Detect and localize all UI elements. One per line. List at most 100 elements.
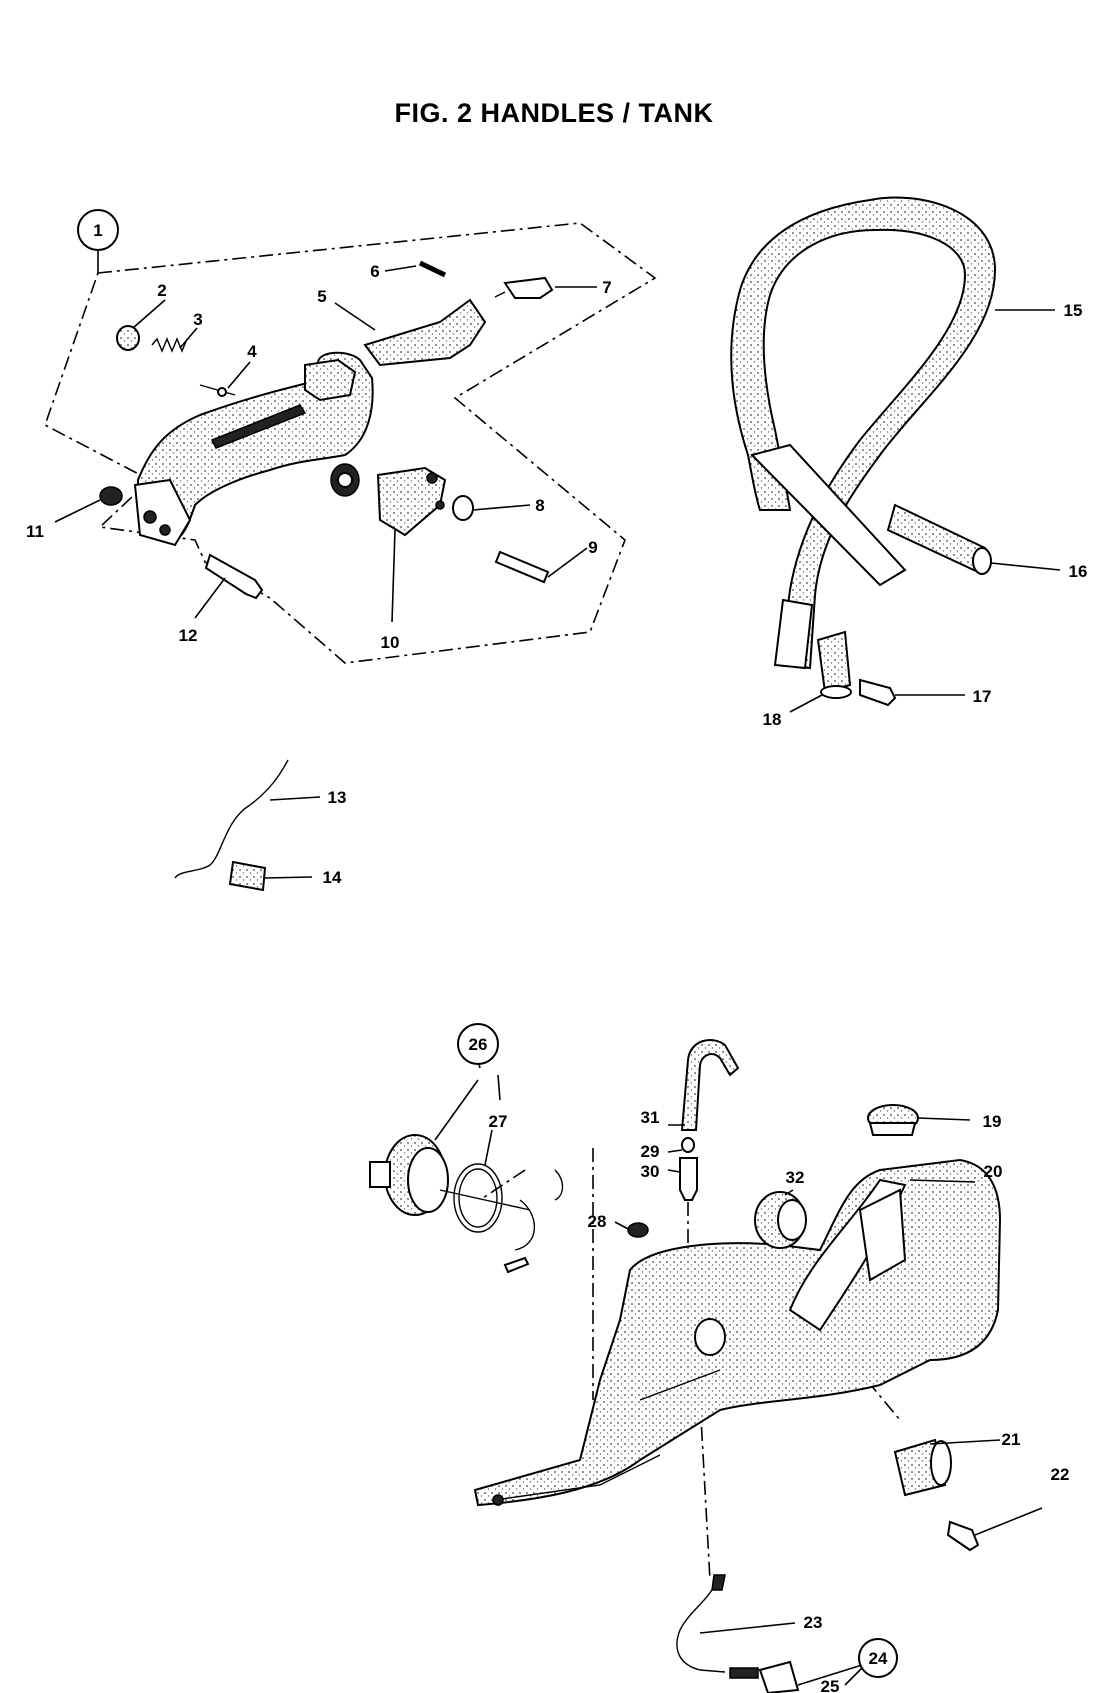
leader-19	[917, 1117, 971, 1121]
leader-25	[797, 1664, 863, 1686]
part-4-clip	[217, 387, 227, 397]
leader-20	[909, 1179, 976, 1183]
part-7-pin	[494, 291, 506, 298]
leader-22	[974, 1507, 1043, 1536]
leader-6	[384, 265, 417, 272]
leader-23	[699, 1622, 796, 1634]
leader-26b	[434, 1079, 479, 1141]
callout-24-circle	[858, 1638, 898, 1678]
callout-8: 8	[535, 496, 544, 515]
part-23-fuel-line	[676, 1577, 726, 1673]
callout-22: 22	[1051, 1465, 1070, 1484]
part-14-tag	[228, 860, 267, 892]
leader-8	[472, 504, 531, 511]
front-handle-tube	[750, 443, 907, 587]
part-26-pump-stub	[369, 1161, 391, 1188]
part-30-valve	[679, 1157, 698, 1201]
callout-3: 3	[193, 310, 202, 329]
callout-1-circle	[77, 209, 119, 251]
callout-17: 17	[973, 687, 992, 706]
part-17-screw	[859, 678, 897, 707]
callout-4: 4	[247, 342, 257, 361]
callout-10: 10	[381, 633, 400, 652]
part-22-screw	[946, 1520, 980, 1552]
part-29-clip	[681, 1137, 695, 1153]
leader-27a	[497, 1074, 501, 1101]
leader-28	[614, 1221, 631, 1231]
tank-port	[694, 1318, 726, 1356]
part-2-cap	[116, 325, 140, 351]
mount-hole-2	[159, 524, 171, 536]
part-25-filter	[758, 1660, 800, 1693]
callout-29: 29	[641, 1142, 660, 1161]
callout-15: 15	[1064, 301, 1083, 320]
handle-grip-slot	[210, 404, 307, 449]
part-26-pump-face	[407, 1147, 449, 1213]
part-8-ring	[452, 495, 474, 521]
callout-13: 13	[328, 788, 347, 807]
callout-28: 28	[588, 1212, 607, 1231]
leader-30	[667, 1169, 681, 1173]
callout-2: 2	[157, 281, 166, 300]
tank-assembly	[369, 1039, 1002, 1693]
part-11-buffer	[99, 486, 123, 506]
callout-labels: 1 2 3 4 5 6 7 8 9 10 11 12 13 14 15 16 1…	[26, 209, 1087, 1693]
filter-connector	[729, 1667, 759, 1679]
leader-14	[264, 876, 313, 879]
rear-mount	[133, 478, 192, 547]
spacer-tube-end	[972, 547, 992, 575]
callout-5: 5	[317, 287, 326, 306]
part-27-seal-ring	[453, 1163, 503, 1233]
part-12-bolt	[204, 553, 264, 600]
leader-24	[844, 1667, 863, 1686]
part-27-seal-ring-inner	[458, 1168, 498, 1228]
part-21-buffer-end	[930, 1440, 952, 1486]
part-19-cap-base	[868, 1122, 917, 1136]
part-13-cable	[174, 759, 289, 879]
callout-25: 25	[821, 1677, 840, 1693]
oil-pump-spring-clip	[514, 1169, 564, 1251]
callout-20: 20	[984, 1162, 1003, 1181]
part-5-throttle-lever	[363, 298, 487, 367]
front-handle-lower-tube	[773, 598, 814, 670]
leader-10	[391, 529, 396, 623]
oil-pump-clip	[503, 1256, 530, 1274]
callout-24: 24	[869, 1649, 888, 1668]
part-16-spacer-tube	[886, 503, 987, 574]
leader-3	[179, 327, 198, 349]
leader-9	[547, 547, 588, 578]
bracket-stud-2	[435, 500, 445, 510]
callout-30: 30	[641, 1162, 660, 1181]
tank-front-plate	[494, 1369, 721, 1501]
leader-11	[54, 499, 101, 523]
part-7-throttle-latch	[503, 276, 554, 299]
callout-9: 9	[588, 538, 597, 557]
part-3-spring	[151, 337, 188, 353]
rear-handle-assembly	[44, 222, 657, 664]
tank-rear-housing	[858, 1188, 907, 1282]
part-6-pin	[418, 260, 447, 278]
fuel-line-fitting	[711, 1574, 726, 1591]
tank-axis-line	[479, 1148, 901, 1581]
figure-title: FIG. 2 HANDLES / TANK	[394, 98, 714, 128]
bracket-stud	[426, 472, 438, 484]
callout-31: 31	[641, 1108, 660, 1127]
tank-front-hole	[492, 1494, 504, 1506]
mount-hole	[143, 510, 157, 524]
callout-26: 26	[469, 1035, 488, 1054]
part-9-rod	[494, 550, 550, 584]
callout-32: 32	[786, 1168, 805, 1187]
cable-group	[174, 759, 289, 892]
part-32-grommet-face	[777, 1199, 807, 1241]
leader-32	[784, 1189, 794, 1196]
callout-14: 14	[323, 868, 342, 887]
trigger-housing	[304, 358, 357, 402]
sleeve-flange	[820, 685, 852, 699]
leader-21	[929, 1439, 1001, 1445]
callout-26-circle	[457, 1023, 499, 1065]
callout-19: 19	[983, 1112, 1002, 1131]
oil-pump-shaft	[439, 1189, 531, 1211]
callout-21: 21	[1002, 1430, 1021, 1449]
